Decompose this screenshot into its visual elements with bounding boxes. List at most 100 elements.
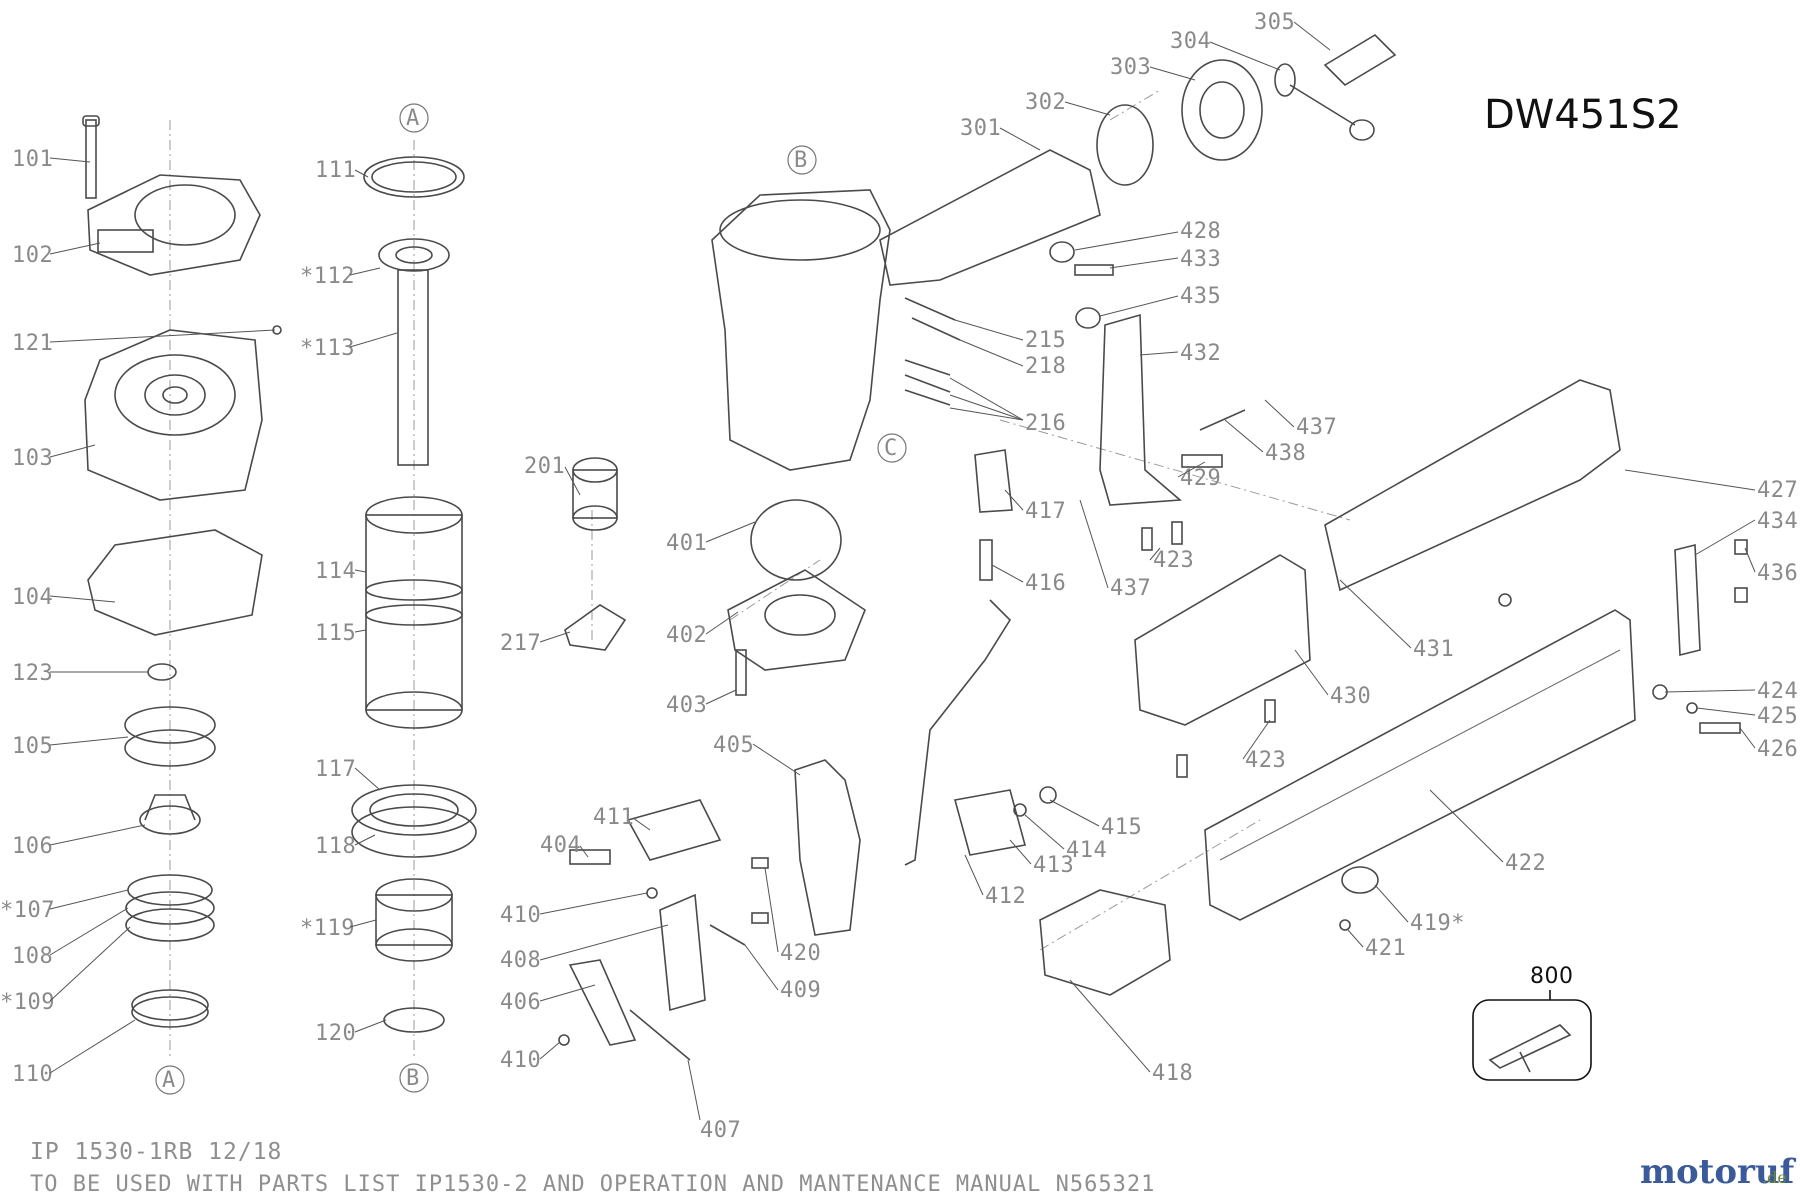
part-110-ring [131, 989, 209, 1028]
axis-nose [1039, 819, 1261, 951]
part-436-screws [1734, 539, 1748, 603]
callout-406: 406 [500, 990, 541, 1015]
model-title: DW451S2 [1484, 92, 1682, 138]
callout-415: 415 [1101, 815, 1142, 840]
callout-302: 302 [1025, 90, 1066, 115]
callout-C: C [884, 436, 898, 461]
part-407-pin [629, 1009, 691, 1061]
part-106-valve [139, 794, 201, 835]
callout-120: 120 [315, 1021, 356, 1046]
part-427-magazine-cover [1324, 379, 1621, 592]
callout-117: 117 [315, 757, 356, 782]
callout-104: 104 [12, 585, 53, 610]
callout-420: 420 [780, 941, 821, 966]
part-303-endcap [1181, 59, 1263, 161]
part-301-handle [879, 149, 1101, 286]
housing-body [711, 189, 891, 471]
part-419-ring [1341, 866, 1379, 894]
callout-108: 108 [12, 944, 53, 969]
part-410-nuts [558, 887, 658, 1046]
callout-416: 416 [1025, 571, 1066, 596]
callout-A-top: A [406, 106, 420, 131]
callout-218: 218 [1025, 354, 1066, 379]
part-103-cap [84, 329, 263, 501]
callout-305: 305 [1254, 10, 1295, 35]
callout-107: *107 [0, 898, 55, 923]
callout-115: 115 [315, 621, 356, 646]
part-423-screws [1141, 521, 1276, 778]
callout-438: 438 [1265, 441, 1306, 466]
part-408-406-contact [568, 893, 706, 1046]
callout-433: 433 [1180, 247, 1221, 272]
footer-ref: IP 1530-1RB 12/18 [30, 1139, 282, 1165]
part-409-pin [709, 924, 746, 946]
callout-423-b: 423 [1245, 748, 1286, 773]
part-415-414-413-412-pusher [953, 786, 1057, 856]
part-404-pin [569, 849, 611, 865]
axis-trigger [729, 559, 821, 621]
part-430-channel [1134, 554, 1311, 726]
part-114-115-cylinder [365, 496, 463, 729]
part-111-oring [363, 156, 465, 198]
callout-402: 402 [666, 623, 707, 648]
callout-410-b: 410 [500, 1048, 541, 1073]
part-123-washer [147, 663, 177, 681]
callout-436: 436 [1757, 561, 1798, 586]
leader-lines [49, 21, 1756, 1121]
axis-fitting [1109, 89, 1161, 121]
callout-labels: A A B B C 101 102 121 103 104 123 105 10… [0, 10, 1798, 1143]
callout-411: 411 [593, 805, 634, 830]
callout-426: 426 [1757, 737, 1798, 762]
callout-421: 421 [1365, 936, 1406, 961]
callout-301: 301 [960, 116, 1001, 141]
callout-419: 419* [1410, 911, 1465, 936]
logo: motoruf .de [1640, 1152, 1797, 1192]
callout-410-a: 410 [500, 903, 541, 928]
part-120-disc [383, 1007, 445, 1033]
part-112-113-piston [378, 238, 450, 466]
part-401-oring [750, 499, 842, 581]
callout-105: 105 [12, 734, 53, 759]
callout-304: 304 [1170, 29, 1211, 54]
part-418-nose [1039, 889, 1171, 996]
callout-409: 409 [780, 978, 821, 1003]
callout-106: 106 [12, 834, 53, 859]
callout-407: 407 [700, 1118, 741, 1143]
callout-435: 435 [1180, 284, 1221, 309]
callout-303: 303 [1110, 55, 1151, 80]
part-304-ring [1274, 63, 1375, 141]
callout-201: 201 [524, 454, 565, 479]
callout-427: 427 [1757, 478, 1798, 503]
ref-circle-a-bottom [155, 1065, 185, 1095]
callout-429: 429 [1180, 466, 1221, 491]
ref-circle-a-top [399, 103, 429, 133]
part-215-218-216-pins [904, 297, 961, 406]
callout-121: 121 [12, 331, 53, 356]
callout-217: 217 [500, 631, 541, 656]
callout-431: 431 [1413, 637, 1454, 662]
part-104-gasket [87, 529, 263, 636]
callout-111: 111 [315, 158, 356, 183]
callout-432: 432 [1180, 341, 1221, 366]
part-421-screw [1339, 919, 1351, 931]
callout-123: 123 [12, 661, 53, 686]
callout-119: *119 [300, 916, 355, 941]
callout-404: 404 [540, 833, 581, 858]
callout-413: 413 [1033, 853, 1074, 878]
part-403-screw [735, 649, 747, 696]
part-402-plate [727, 569, 866, 671]
callout-417: 417 [1025, 499, 1066, 524]
part-411-trigger [626, 799, 722, 861]
ref-circle-c [877, 433, 907, 463]
callout-422: 422 [1505, 851, 1546, 876]
part-417-latch [974, 449, 1013, 513]
callout-109: *109 [0, 990, 55, 1015]
callout-437-b: 437 [1110, 576, 1151, 601]
ref-circle-b-top [787, 145, 817, 175]
footer-note: TO BE USED WITH PARTS LIST IP1530-2 AND … [30, 1172, 1155, 1197]
part-428-washer [1049, 241, 1075, 263]
part-432-bracket [1099, 313, 1182, 506]
callout-428: 428 [1180, 219, 1221, 244]
callout-B-bottom: B [406, 1066, 420, 1091]
callout-424: 424 [1757, 679, 1798, 704]
